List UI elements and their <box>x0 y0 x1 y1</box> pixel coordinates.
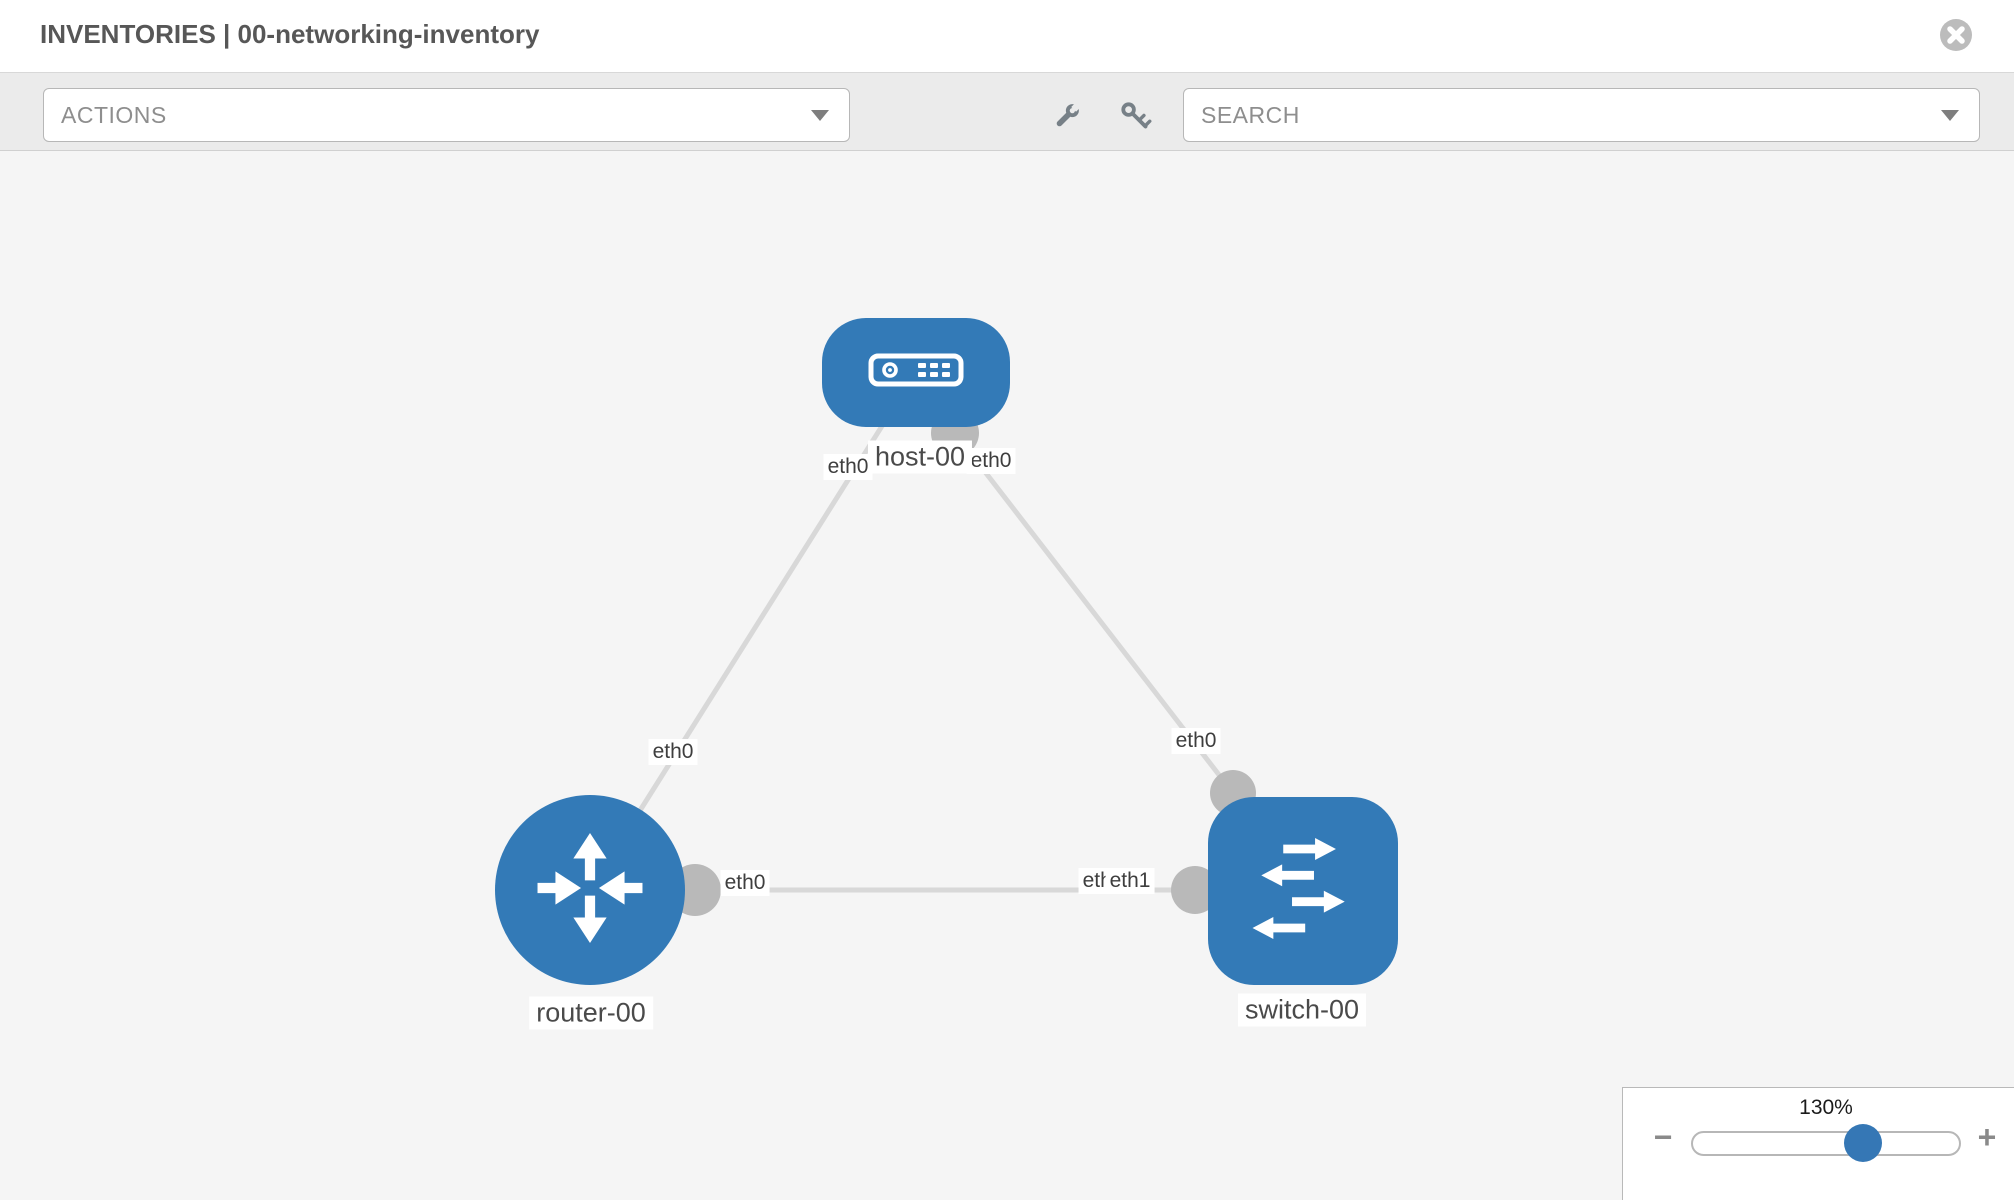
node-router-00[interactable] <box>495 795 685 985</box>
chevron-down-icon <box>1941 110 1959 121</box>
close-button[interactable] <box>1939 18 1973 52</box>
node-label-router: router-00 <box>529 996 653 1030</box>
page-title-inventory-name: 00-networking-inventory <box>237 19 540 49</box>
iface-label-switch-top: eth0 <box>1171 728 1221 754</box>
host-icon <box>868 353 964 392</box>
key-tool-button[interactable] <box>1118 99 1154 135</box>
switch-icon <box>1247 838 1359 944</box>
router-icon <box>526 824 654 957</box>
page-title: INVENTORIES | 00-networking-inventory <box>40 19 539 50</box>
header-bar: INVENTORIES | 00-networking-inventory <box>0 0 2014 72</box>
actions-dropdown-label: ACTIONS <box>61 102 167 128</box>
page-title-separator: | <box>215 19 238 49</box>
page-title-section: INVENTORIES <box>40 19 216 49</box>
iface-label-router-top: eth0 <box>648 739 698 765</box>
zoom-in-button[interactable]: + <box>1977 1119 1997 1155</box>
iface-label-host-left: eth0 <box>823 454 873 480</box>
search-dropdown[interactable]: SEARCH <box>1183 88 1980 142</box>
close-icon <box>1939 19 1973 56</box>
zoom-level-value: 130% <box>1799 1096 1853 1119</box>
toolbar: ACTIONS <box>0 72 2014 151</box>
node-host-00[interactable] <box>822 318 1010 427</box>
zoom-control-panel: 130% − + <box>1622 1087 2014 1200</box>
iface-label-switch-left: eth1 <box>1105 868 1155 894</box>
wrench-icon <box>1048 101 1084 139</box>
iface-label-router-right: eth0 <box>720 870 770 896</box>
zoom-out-button[interactable]: − <box>1653 1119 1673 1155</box>
node-label-host: host-00 <box>867 440 973 474</box>
chevron-down-icon <box>811 110 829 121</box>
zoom-slider-track[interactable] <box>1691 1131 1961 1156</box>
iface-label-host-right: eth0 <box>966 448 1016 474</box>
search-dropdown-label: SEARCH <box>1201 102 1300 128</box>
zoom-slider-handle[interactable] <box>1844 1124 1882 1162</box>
actions-dropdown[interactable]: ACTIONS <box>43 88 850 142</box>
key-icon <box>1118 102 1154 139</box>
node-switch-00[interactable] <box>1208 797 1398 985</box>
topology-canvas[interactable] <box>0 151 2014 1200</box>
wrench-tool-button[interactable] <box>1048 99 1084 135</box>
node-label-switch: switch-00 <box>1237 993 1367 1027</box>
